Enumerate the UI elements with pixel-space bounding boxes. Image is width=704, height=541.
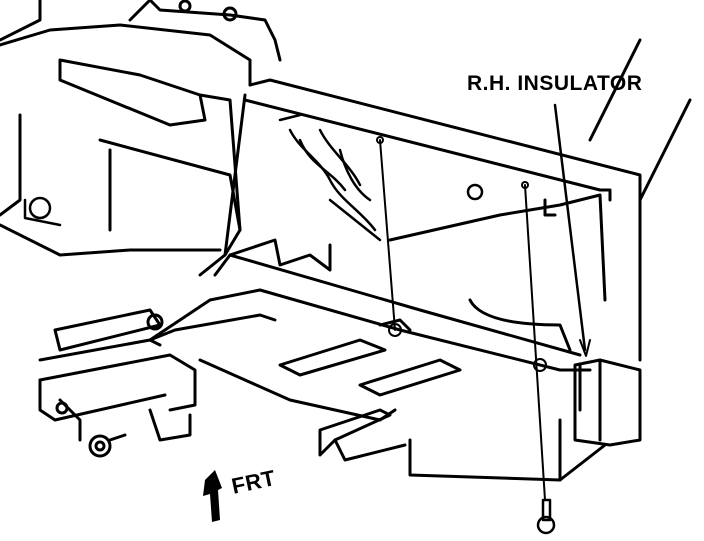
wiring-harness bbox=[23, 113, 484, 242]
callout-arrowhead bbox=[579, 339, 591, 357]
instrument-panel bbox=[0, 0, 642, 257]
screw bbox=[536, 498, 556, 535]
frame-line bbox=[638, 98, 692, 202]
arrow-icon bbox=[203, 470, 222, 522]
insulator-plate bbox=[148, 238, 592, 422]
fastener-guides bbox=[376, 136, 547, 501]
nut bbox=[88, 433, 127, 458]
left-bracket bbox=[38, 308, 197, 442]
insulator-callout-label: R.H. INSULATOR bbox=[467, 72, 643, 95]
frame-line bbox=[588, 38, 642, 142]
console-side bbox=[128, 0, 247, 277]
cowl-panel bbox=[388, 193, 642, 362]
right-bracket bbox=[318, 408, 607, 482]
insulator-end-block bbox=[573, 358, 642, 447]
callout-leader bbox=[553, 103, 587, 352]
